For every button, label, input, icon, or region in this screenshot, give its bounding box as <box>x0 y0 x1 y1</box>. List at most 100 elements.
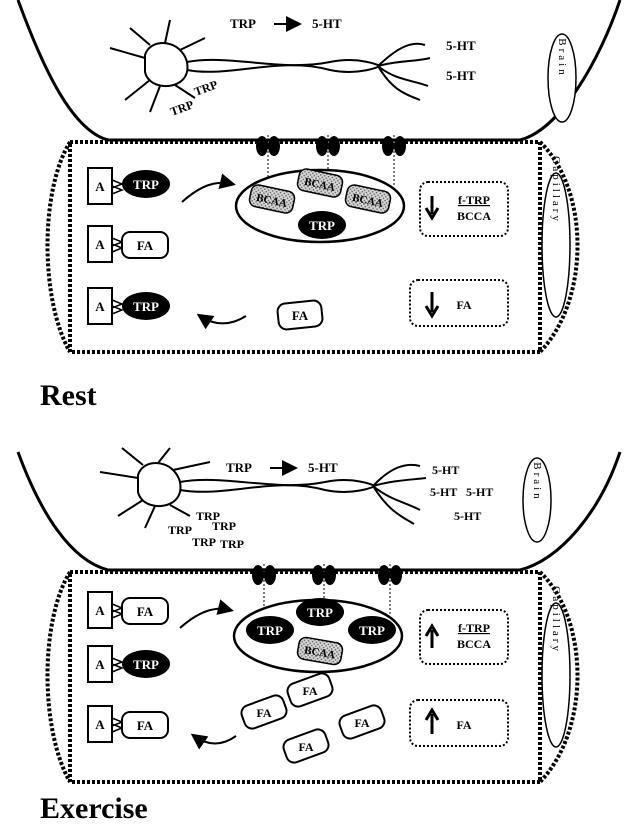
brain-label-text: Brain <box>556 38 568 77</box>
svg-text:A: A <box>95 603 105 618</box>
pool-molecule: BCAA <box>296 168 344 198</box>
exercise-capillary-left-end <box>45 570 72 783</box>
transporter-channel <box>378 564 402 614</box>
capillary-label: Capillary <box>541 586 571 748</box>
neuron <box>99 447 427 529</box>
exercise-conversion-to: 5-HT <box>308 460 338 475</box>
exercise-serotonin-label: 5-HT <box>454 509 481 523</box>
exercise-rebind-arrow <box>190 733 237 750</box>
svg-text:TRP: TRP <box>309 218 335 233</box>
svg-text:TRP: TRP <box>257 623 283 638</box>
rest-ratio-box: f-TRP BCCA <box>419 181 509 237</box>
exercise-brain-trp-label: TRP <box>220 537 244 551</box>
transporter-channel <box>256 135 280 185</box>
exercise-albumin-row: A FA <box>87 705 169 743</box>
pool-molecule: TRP <box>296 598 344 626</box>
svg-text:FA: FA <box>354 716 369 730</box>
svg-text:TRP: TRP <box>133 657 159 672</box>
rest-conversion-from: TRP <box>230 16 256 31</box>
pool-molecule: TRP <box>298 211 346 239</box>
brain-label: Brain <box>522 457 552 543</box>
rest-release-arrow <box>181 173 236 203</box>
svg-text:TRP: TRP <box>359 623 385 638</box>
exercise-serotonin-label: 5-HT <box>430 485 457 499</box>
exercise-free-fa: FA FA FA FA <box>240 672 386 764</box>
rest-transporter-pool: BCAA BCAA BCAA TRP <box>234 168 406 244</box>
arrow-up-icon <box>424 707 440 734</box>
exercise-release-arrow <box>179 599 234 629</box>
transporter-channel <box>316 135 340 185</box>
capillary-label-text: Capillary <box>550 156 562 224</box>
svg-text:A: A <box>95 717 105 732</box>
svg-text:FA: FA <box>298 740 313 754</box>
fa-molecule: FA <box>282 728 330 764</box>
exercise-capillary-right-end <box>538 570 580 784</box>
svg-text:A: A <box>95 237 105 252</box>
exercise-title: Exercise <box>40 792 148 825</box>
capillary-label-text: Capillary <box>550 586 562 654</box>
svg-text:f-TRP: f-TRP <box>458 621 490 635</box>
exercise-brain-trp-label: TRP <box>192 535 216 549</box>
svg-text:FA: FA <box>256 706 271 720</box>
svg-text:A: A <box>95 657 105 672</box>
svg-text:FA: FA <box>302 684 317 698</box>
svg-text:A: A <box>95 179 105 194</box>
svg-text:TRP: TRP <box>133 177 159 192</box>
exercise-transporter-channels <box>252 564 402 614</box>
pool-molecule: BCAA <box>248 184 296 214</box>
svg-text:TRP: TRP <box>307 605 333 620</box>
exercise-fa-box: FA <box>409 699 509 747</box>
rest-albumin-row: A TRP <box>87 287 170 325</box>
svg-text:FA: FA <box>137 238 154 253</box>
brain-label: Brain <box>547 33 577 123</box>
svg-text:f-TRP: f-TRP <box>458 193 490 207</box>
neuron <box>109 19 431 113</box>
exercise-conversion-from: TRP <box>226 460 252 475</box>
fa-molecule: FA <box>240 694 288 730</box>
rest-serotonin-label: 5-HT <box>446 38 476 53</box>
pool-molecule: TRP <box>348 616 396 644</box>
brain-label-text: Brain <box>531 462 543 501</box>
rest-panel: Brain TRP 5-HT 5-HT 5-HT TRP TRP Capilla… <box>16 0 622 412</box>
transporter-channel <box>312 564 336 614</box>
rest-conversion-to: 5-HT <box>312 16 342 31</box>
exercise-panel: Brain TRP 5-HT 5-HT 5-HT 5-HT 5-HT TRP T… <box>16 447 622 825</box>
capillary-label: Capillary <box>541 156 571 318</box>
exercise-serotonin-label: 5-HT <box>432 463 459 477</box>
fa-molecule: FA <box>338 704 386 740</box>
pool-molecule: TRP <box>246 616 294 644</box>
exercise-brain-trp-label: TRP <box>212 519 236 533</box>
exercise-ratio-box: f-TRP BCCA <box>419 609 509 665</box>
svg-text:BCCA: BCCA <box>457 637 491 651</box>
rest-title: Rest <box>40 379 97 412</box>
exercise-albumin-row: A TRP <box>87 645 170 683</box>
rest-albumin-row: A TRP <box>87 167 170 205</box>
pool-molecule: BCAA <box>344 184 392 214</box>
arrow-down-icon <box>424 292 440 319</box>
exercise-albumin-row: A FA <box>87 591 169 629</box>
svg-text:FA: FA <box>456 718 471 732</box>
pool-molecule: BCAA <box>296 636 344 666</box>
svg-text:A: A <box>95 299 105 314</box>
rest-brain-trp-label: TRP <box>192 77 219 98</box>
transporter-channel <box>382 135 406 185</box>
exercise-serotonin-label: 5-HT <box>466 485 493 499</box>
rest-rebind-arrow <box>196 313 247 330</box>
svg-text:BCCA: BCCA <box>457 209 491 223</box>
rest-capillary-left-end <box>45 140 72 353</box>
rest-capillary-right-end <box>538 140 580 354</box>
rest-free-fa: FA <box>276 299 324 331</box>
exercise-brain-trp-label: TRP <box>168 523 192 537</box>
rest-fa-box: FA <box>409 279 509 327</box>
rest-serotonin-label: 5-HT <box>446 68 476 83</box>
brain-outline <box>16 0 622 142</box>
fa-molecule: FA <box>286 672 334 708</box>
exercise-transporter-pool: TRP TRP TRP BCAA <box>232 598 404 674</box>
rest-albumin-row: A FA <box>87 225 169 263</box>
transporter-channel <box>252 564 276 614</box>
svg-text:FA: FA <box>292 308 309 323</box>
arrow-down-icon <box>424 196 440 221</box>
svg-text:FA: FA <box>456 298 471 312</box>
exercise-brain-trp-label: TRP <box>196 509 220 523</box>
